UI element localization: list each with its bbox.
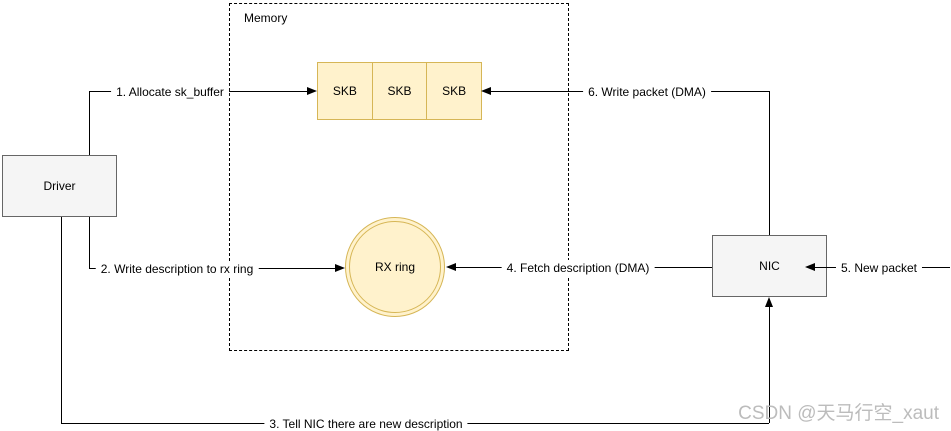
- edge-5-arrowhead-icon: [805, 263, 815, 271]
- rx-ring-node: RX ring: [345, 217, 445, 317]
- edge-3-arrowhead-icon: [765, 297, 773, 307]
- csdn-watermark: CSDN @天马行空_xaut: [738, 403, 939, 424]
- edge-1-arrowhead-icon: [307, 87, 317, 95]
- rx-ring-label: RX ring: [374, 260, 415, 274]
- rx-ring-inner-circle: [349, 221, 441, 313]
- driver-node-label: Driver: [43, 179, 76, 193]
- skb-node-1: SKB: [317, 62, 373, 120]
- driver-node: Driver: [2, 155, 117, 217]
- edge-1-segment-vertical: [89, 91, 90, 155]
- edge-3-segment-vertical-right: [769, 306, 770, 423]
- memory-container: Memory: [229, 3, 569, 351]
- memory-label: Memory: [244, 11, 288, 25]
- edge-2-arrowhead-icon: [335, 264, 345, 272]
- edge-4-label: 4. Fetch description (DMA): [501, 260, 655, 276]
- edge-3-segment-vertical-left: [61, 217, 62, 423]
- edge-6-arrowhead-icon: [481, 87, 491, 95]
- skb-group: SKB SKB SKB: [317, 62, 483, 120]
- skb-node-2-label: SKB: [387, 84, 412, 98]
- edge-1-label: 1. Allocate sk_buffer: [111, 84, 229, 100]
- edge-6-label: 6. Write packet (DMA): [583, 84, 711, 100]
- skb-node-1-label: SKB: [332, 84, 357, 98]
- skb-node-3: SKB: [426, 62, 483, 120]
- edge-4-arrowhead-icon: [446, 263, 456, 271]
- skb-node-2: SKB: [371, 62, 428, 120]
- edge-5-label: 5. New packet: [835, 260, 923, 276]
- edge-2-label: 2. Write description to rx ring: [95, 261, 259, 277]
- edge-6-segment-vertical: [769, 91, 770, 235]
- edge-2-segment-vertical: [89, 217, 90, 268]
- edge-3-label: 3. Tell NIC there are new description: [264, 416, 468, 431]
- nic-node-label: NIC: [759, 259, 780, 273]
- skb-node-3-label: SKB: [442, 84, 467, 98]
